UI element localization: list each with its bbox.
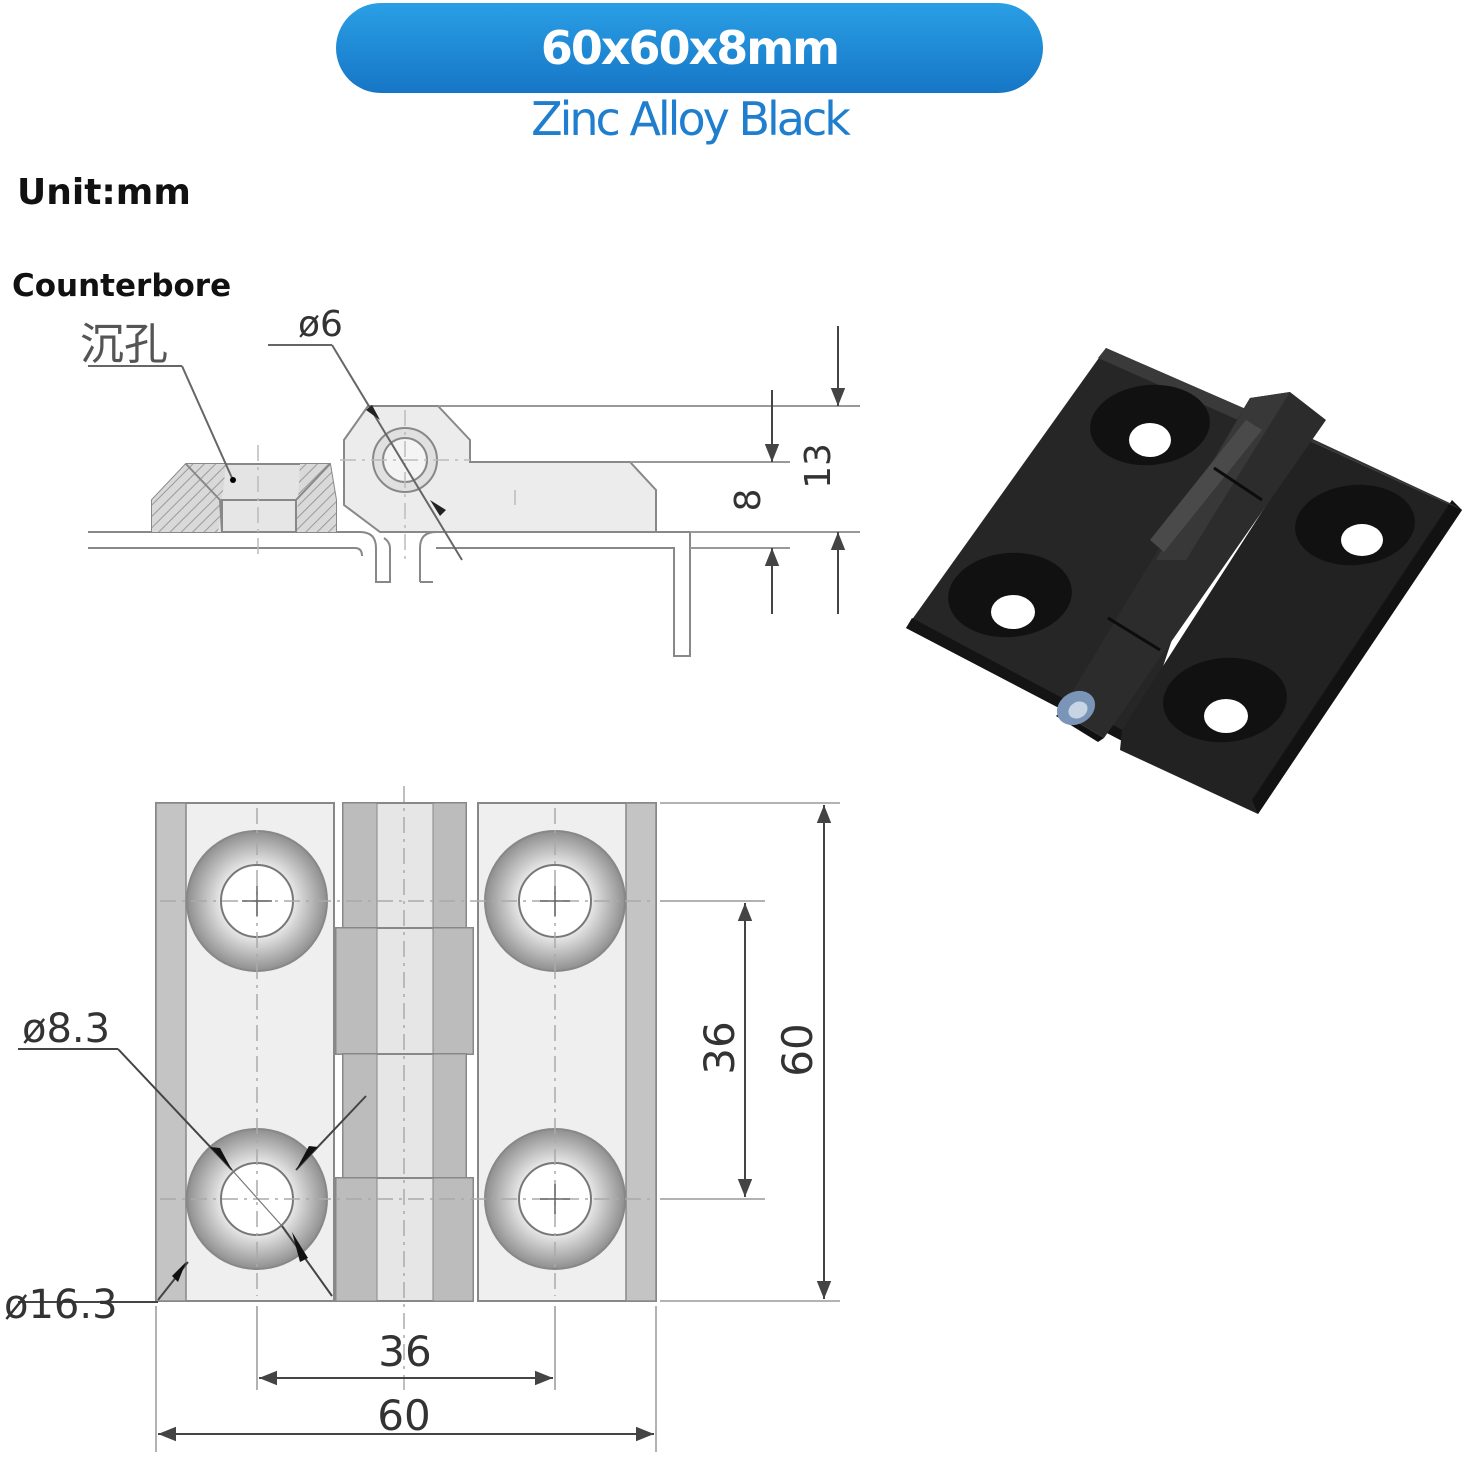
leaf-thickness-label: 8 <box>728 489 769 512</box>
unit-label: Unit:mm <box>17 172 191 213</box>
front-view <box>18 786 840 1452</box>
hole-spacing-horizontal-label: 36 <box>378 1327 431 1376</box>
pin-diameter-label: ø6 <box>298 304 343 345</box>
side-view <box>88 326 860 657</box>
counterbore-label: Counterbore <box>12 268 232 304</box>
size-label: 60x60x8mm <box>540 21 840 75</box>
counterbore-label-cn: 沉孔 <box>80 319 168 370</box>
size-title-banner: 60x60x8mm <box>336 3 1043 93</box>
counterbore-diameter-label: ø16.3 <box>4 1282 118 1328</box>
hole-diameter-label: ø8.3 <box>22 1006 110 1052</box>
height-label: 60 <box>773 1023 822 1076</box>
total-height-label: 13 <box>798 443 839 489</box>
material-label: Zinc Alloy Black <box>531 92 851 146</box>
hole-spacing-vertical-label: 36 <box>695 1021 744 1074</box>
black-zinc-alloy-hinge-icon <box>906 348 1462 814</box>
width-label: 60 <box>377 1391 430 1440</box>
leaf-hatch-right <box>296 464 336 532</box>
leaf-hatch-left <box>152 464 226 532</box>
